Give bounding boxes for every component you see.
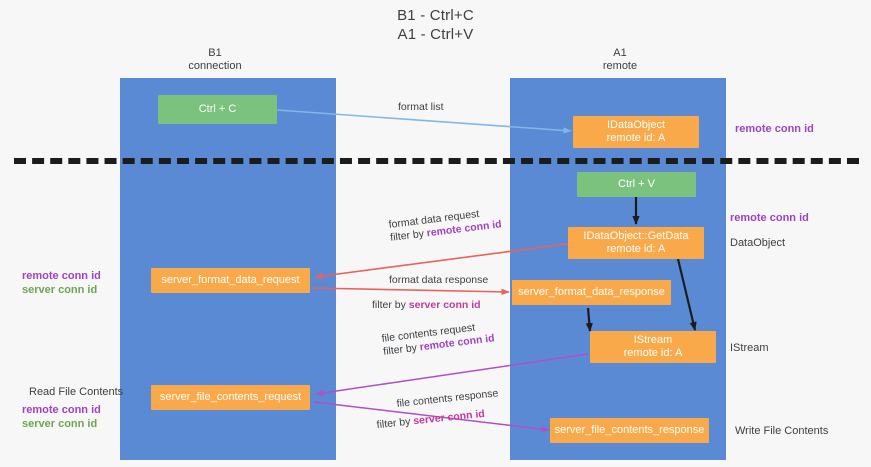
edge-label-format-data-response-text: format data response: [389, 274, 489, 286]
annotation-right-remote-conn-id-top-text: remote conn id: [735, 123, 814, 135]
node-server-format-data-response-label: server_format_data_response: [518, 286, 665, 298]
column-header-b1: B1 connection: [150, 47, 280, 73]
node-server-format-data-response[interactable]: server_format_data_response: [512, 280, 671, 305]
node-idataobject-getdata[interactable]: IDataObject::GetData remote id: A: [568, 227, 704, 259]
annotation-right-dataobject: DataObject: [730, 236, 785, 250]
edge-label-file-contents-request: file contents request filter by remote c…: [381, 319, 495, 358]
annotation-left-read-file-contents: Read File Contents: [29, 385, 123, 399]
edge-label-file-contents-response-filter: filter by server conn id: [376, 406, 501, 432]
node-ctrl-c[interactable]: Ctrl + C: [158, 95, 277, 124]
edge-label-format-data-response: format data response filter by server co…: [372, 274, 489, 312]
diagram-title-line-1: B1 - Ctrl+C: [397, 7, 474, 24]
annotation-right-write-file-contents-text: Write File Contents: [735, 425, 829, 437]
column-header-a1: A1 remote: [555, 47, 685, 73]
annotation-right-remote-conn-id-top: remote conn id: [735, 122, 814, 136]
node-getdata-title: IDataObject::GetData: [583, 230, 689, 242]
annotation-right-remote-conn-id-mid-text: remote conn id: [730, 212, 809, 224]
annotation-left-server-conn-id-bottom: server conn id: [22, 418, 98, 430]
node-server-file-contents-request-label: server_file_contents_request: [159, 391, 302, 403]
node-getdata-subtitle: remote id: A: [606, 243, 666, 255]
node-idataobject-subtitle: remote id: A: [606, 132, 666, 144]
diagram-title-line-2: A1 - Ctrl+V: [397, 26, 474, 43]
annotation-right-dataobject-text: DataObject: [730, 237, 786, 249]
node-ctrl-v[interactable]: Ctrl + V: [577, 172, 696, 197]
annotation-left-read-file-contents-text: Read File Contents: [29, 386, 124, 398]
edge-label-format-data-response-filter: filter by server conn id: [372, 299, 488, 312]
node-istream-title: IStream: [633, 334, 673, 346]
node-server-file-contents-response-label: server_file_contents_response: [554, 424, 705, 436]
column-header-a1-name: A1: [613, 47, 627, 59]
node-idataobject[interactable]: IDataObject remote id: A: [573, 116, 699, 148]
edge-label-file-contents-response: file contents response filter by server …: [376, 387, 501, 431]
annotation-right-istream-text: IStream: [730, 342, 769, 354]
node-server-format-data-request[interactable]: server_format_data_request: [151, 268, 310, 293]
node-server-file-contents-request[interactable]: server_file_contents_request: [151, 385, 310, 410]
filter-key-server-conn-id-2: server conn id: [412, 407, 486, 428]
annotation-right-istream: IStream: [730, 341, 769, 355]
node-server-format-data-request-label: server_format_data_request: [161, 274, 300, 286]
annotation-left-conn-ids-bottom: remote conn id server conn id: [22, 403, 101, 431]
node-ctrl-v-label: Ctrl + V: [618, 178, 655, 190]
filter-prefix-2: filter by: [372, 299, 409, 311]
edge-label-format-list-text: format list: [398, 101, 444, 113]
filter-key-server-conn-id-1: server conn id: [408, 299, 481, 311]
node-istream-subtitle: remote id: A: [623, 347, 683, 359]
column-header-b1-name: B1: [208, 47, 222, 59]
annotation-left-conn-ids-mid: remote conn id server conn id: [22, 269, 101, 297]
diagram-title: B1 - Ctrl+C A1 - Ctrl+V: [0, 6, 871, 44]
annotation-right-remote-conn-id-mid: remote conn id: [730, 211, 809, 225]
annotation-left-remote-conn-id-mid: remote conn id: [22, 270, 101, 282]
node-istream[interactable]: IStream remote id: A: [590, 331, 716, 363]
column-header-b1-role: connection: [188, 60, 242, 72]
edge-label-format-list: format list: [398, 101, 444, 114]
node-server-file-contents-response[interactable]: server_file_contents_response: [550, 418, 709, 443]
phase-divider: [14, 158, 859, 164]
annotation-right-write-file-contents: Write File Contents: [735, 424, 828, 438]
edge-label-format-data-request: format data request filter by remote con…: [388, 205, 502, 244]
annotation-left-server-conn-id-mid: server conn id: [22, 284, 98, 296]
node-ctrl-c-label: Ctrl + C: [198, 103, 237, 115]
column-header-a1-role: remote: [602, 60, 638, 72]
annotation-left-remote-conn-id-bottom: remote conn id: [22, 404, 101, 416]
filter-prefix-4: filter by: [376, 415, 414, 432]
node-idataobject-title: IDataObject: [606, 119, 666, 131]
